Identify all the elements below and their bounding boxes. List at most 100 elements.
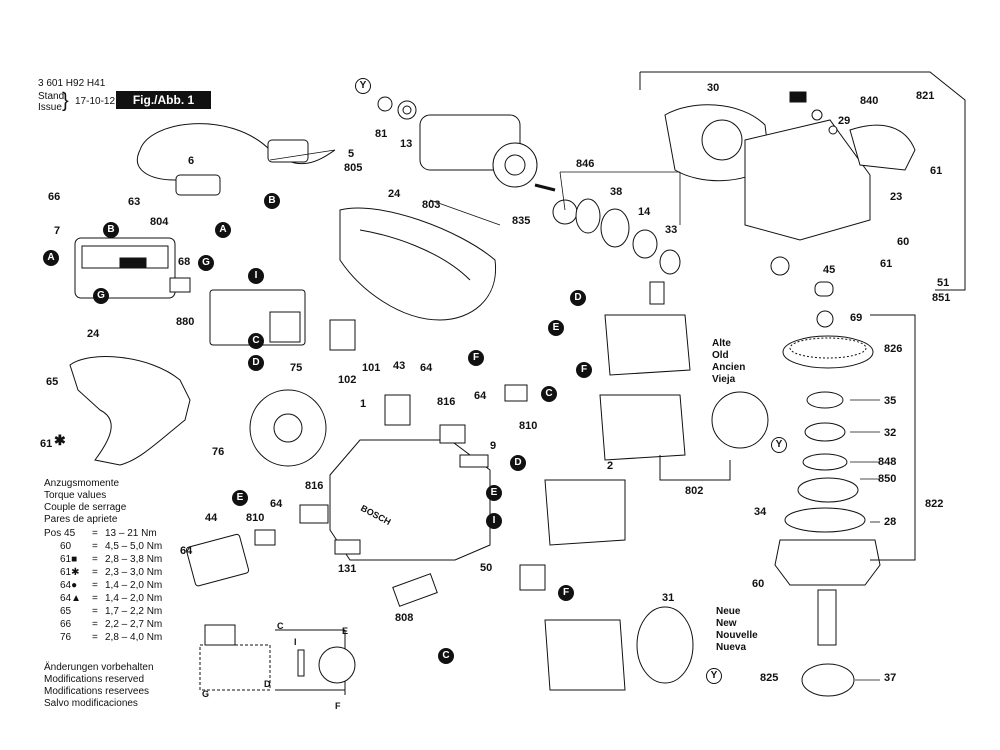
torque-eq: = [92,619,98,630]
label-808 [392,573,438,607]
torque-row: 64▲ [60,593,82,604]
label-24-lower: 24 [87,328,100,340]
label-50: 50 [480,562,493,574]
torque-heading-de: Anzugsmomente [44,478,120,489]
torque-eq: = [92,593,98,604]
label-850: 850 [878,473,897,485]
label-64-c: 64 [180,545,193,557]
torque-row: 76 [60,632,72,643]
label-851: 851 [932,292,951,304]
torque-heading-es: Pares de apriete [44,514,118,525]
label-60-top: 60 [897,236,910,248]
label-822: 822 [925,498,944,510]
auxiliary-handle-24 [69,356,191,466]
switch-816 [439,424,466,444]
fan-guide-new-31 [636,606,694,684]
label-51: 51 [937,277,950,289]
figure-label: Fig./Abb. 1 [116,91,211,109]
bubble-d-module: D [248,355,264,371]
wiring-switch [204,624,236,646]
bubble-y-bottom: Y [706,668,722,684]
label-5: 5 [348,148,355,160]
label-101: 101 [362,362,381,374]
wiring-label-g: G [202,689,210,699]
label-45: 45 [823,264,836,276]
part-number: 3 601 H92 H41 [38,78,106,89]
variant-old-es: Vieja [712,374,736,385]
label-61-top: 61 [930,165,943,177]
label-803: 803 [422,199,441,211]
ring-33 [659,249,681,275]
variant-old-de: Alte [712,338,731,349]
bush-51 [814,281,834,297]
wiring-label-f: F [335,701,341,711]
bubble-f-new: F [558,585,574,601]
torque-row: 61■ [60,554,78,565]
label-64-d: 64 [270,498,283,510]
field-old-top [604,314,691,376]
notice-fr: Modifications reservees [44,686,150,697]
part-810b [254,529,276,546]
bubble-y-mid: Y [771,437,787,453]
field-new-top [544,479,626,546]
label-840: 840 [860,95,879,107]
torque-heading-fr: Couple de serrage [44,502,127,513]
torque-eq: = [92,606,98,617]
label-13: 13 [400,138,413,150]
bearing-32 [804,422,846,442]
variant-new-fr: Nouvelle [716,630,758,641]
wiring-box [199,644,271,691]
torque-eq: = [92,554,98,565]
label-32: 32 [884,427,897,439]
label-131 [334,539,361,555]
ring-14 [632,229,658,259]
guard-cap-23 [849,124,916,171]
brush-102 [329,319,356,351]
bubble-g-module: G [198,255,214,271]
label-60-bottom: 60 [752,578,765,590]
wiring-label-i: I [294,637,297,647]
notice-es: Salvo modificaciones [44,698,138,709]
bubble-i-new: I [486,513,502,529]
torque-row: 61✱ [60,567,80,578]
label-24-upper: 24 [388,188,401,200]
torque-value: 13 – 21 Nm [105,528,157,539]
torque-value: 2,3 – 3,0 Nm [105,567,163,578]
bubble-g-switch: G [93,288,109,304]
notice-de: Änderungen vorbehalten [44,662,154,673]
bubble-b-switch: B [103,222,119,238]
bubble-c-module: C [248,333,264,349]
label-102: 102 [338,374,357,386]
torque-eq: = [92,580,98,591]
tag-9 [459,454,489,468]
ring-38 [600,208,630,248]
label-31: 31 [662,592,675,604]
torque-row: 60 [60,541,72,552]
label-61-left: 61 [40,438,53,450]
label-30: 30 [707,82,720,94]
bubble-f-wire: F [468,350,484,366]
power-cable [139,123,336,165]
field-new-bottom [544,619,626,691]
torque-value: 2,8 – 4,0 Nm [105,632,163,643]
label-43: 43 [393,360,406,372]
field-old-bottom [599,394,686,461]
torque-heading-en: Torque values [44,490,107,501]
cable-sleeve [175,174,221,196]
variant-old-fr: Ancien [712,362,746,373]
ring-846 [552,199,578,225]
bearing-flange-28 [774,539,881,586]
bubble-b-cable: B [264,193,280,209]
brace: } [62,90,69,112]
bearing-850 [797,477,859,503]
spindle-825 [817,589,837,646]
bubble-c-new: C [438,648,454,664]
circlip-69 [816,310,834,328]
label-821: 821 [916,90,935,102]
washer-37 [801,663,855,697]
label-61-mid: 61 [880,258,893,270]
bubble-i-module: I [248,268,264,284]
label-69: 69 [850,312,863,324]
issue-label: Issue [38,102,62,113]
label-38: 38 [610,186,623,198]
